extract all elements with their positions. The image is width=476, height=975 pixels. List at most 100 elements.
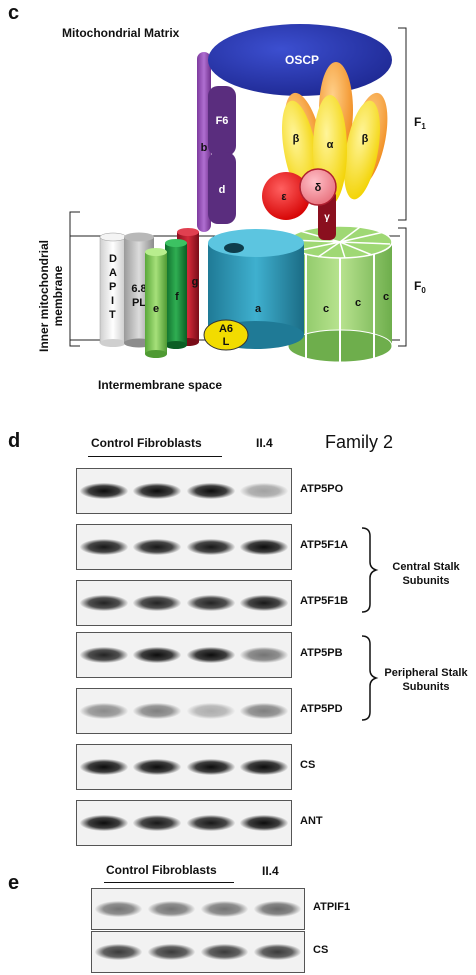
subunit-beta-right (344, 100, 380, 200)
panel-d-band-0-2 (186, 483, 235, 499)
panel-d-blot-label-0: ATP5PO (300, 483, 344, 495)
peripheral-stalk-line2: Subunits (402, 681, 450, 693)
control-fibroblasts-label-d: Control Fibroblasts (91, 436, 202, 450)
panel-d-blot-3 (76, 632, 292, 678)
peripheral-stalk-label: Peripheral Stalk Subunits (376, 666, 476, 694)
subunit-epsilon (262, 172, 310, 220)
central-stalk-label: Central Stalk Subunits (378, 560, 474, 588)
subunit-epsilon-label: ε (281, 191, 287, 203)
subunit-delta-label: δ (315, 182, 322, 194)
subunit-c1-label: c (323, 303, 329, 315)
subunit-f6-label: F6 (216, 115, 229, 127)
panel-d-band-2-1 (133, 595, 182, 611)
control-underline-d (88, 456, 222, 457)
panel-d-band-3-0 (79, 647, 128, 663)
panel-d-blot-0 (76, 468, 292, 514)
panel-e-blot-1 (91, 931, 305, 973)
panel-d-band-2-3 (240, 595, 289, 611)
panel-e-blot-label-1: CS (313, 944, 329, 956)
subunit-beta-right-label: β (362, 133, 369, 145)
panel-d-band-1-3 (240, 539, 289, 555)
panel-d-band-4-0 (79, 703, 128, 719)
panel-e-band-1-2 (200, 944, 249, 960)
panel-d-blot-label-6: ANT (300, 815, 323, 827)
panel-d-band-2-0 (79, 595, 128, 611)
c-ring (287, 225, 393, 363)
panel-d-band-1-1 (133, 539, 182, 555)
panel-d-blot-6 (76, 800, 292, 846)
subunit-e (145, 248, 167, 358)
panel-d-blot-label-4: ATP5PD (300, 703, 343, 715)
panel-d-band-3-1 (133, 647, 182, 663)
panel-d-band-1-0 (79, 539, 128, 555)
central-stalk-line2: Subunits (402, 575, 450, 587)
f1-label: F1 (414, 115, 426, 131)
family-label: Family 2 (325, 432, 394, 452)
panel-c-letter: c (8, 2, 20, 24)
f0-bracket (398, 227, 407, 347)
intermembrane-space-label: Intermembrane space (98, 378, 223, 392)
panel-e-band-1-3 (253, 944, 302, 960)
panel-d-band-3-3 (240, 647, 289, 663)
subunit-beta-left-label: β (293, 133, 300, 145)
panel-d-band-6-3 (240, 815, 289, 831)
subunit-pl-line1: 6.8 (131, 283, 146, 295)
panel-e-band-1-1 (147, 944, 196, 960)
subunit-c3-label: c (383, 291, 389, 303)
panel-e-band-0-1 (147, 901, 196, 917)
panel-e-letter: e (8, 872, 20, 894)
panel-d-blot-label-3: ATP5PB (300, 647, 343, 659)
patient-label-e: II.4 (262, 864, 279, 878)
panel-e-band-0-0 (94, 901, 143, 917)
panel-d-blot-label-5: CS (300, 759, 316, 771)
subunit-b (197, 52, 211, 232)
panel-d-band-2-2 (186, 595, 235, 611)
panel-d-band-0-3 (240, 483, 289, 499)
subunit-d (208, 152, 236, 224)
panel-e-band-0-2 (200, 901, 249, 917)
subunit-pl-line2: PL (132, 297, 146, 309)
panel-e-blot-0 (91, 888, 305, 930)
panel-d-letter: d (8, 430, 21, 452)
panel-d-band-0-0 (79, 483, 128, 499)
panel-e-band-1-0 (94, 944, 143, 960)
panel-d-band-3-2 (186, 647, 235, 663)
control-underline-e (104, 882, 234, 883)
panel-d-band-0-1 (133, 483, 182, 499)
panel-d-blot-1 (76, 524, 292, 570)
panel-d-band-4-2 (186, 703, 235, 719)
central-stalk-line1: Central Stalk (392, 561, 460, 573)
f0-label: F0 (414, 279, 426, 295)
subunit-alpha-label: α (327, 139, 334, 151)
subunit-f (165, 239, 187, 349)
f1-bracket (398, 27, 407, 221)
subunit-dapit (99, 232, 127, 347)
subunit-e-label: e (153, 303, 159, 315)
panel-d-blot-label-1: ATP5F1A (300, 539, 349, 551)
panel-d-band-4-3 (240, 703, 289, 719)
panel-d-band-5-1 (133, 759, 182, 775)
panel-d-band-4-1 (133, 703, 182, 719)
subunit-a-label: a (255, 303, 262, 315)
panel-d-band-5-2 (186, 759, 235, 775)
subunit-f6 (208, 86, 236, 156)
subunit-oscp-label: OSCP (285, 53, 319, 67)
panel-d-blot-label-2: ATP5F1B (300, 595, 349, 607)
subunit-a6l (203, 319, 249, 351)
mitochondrial-matrix-label: Mitochondrial Matrix (62, 26, 180, 40)
membrane-bracket (69, 211, 80, 347)
panel-e-blot-label-0: ATPIF1 (313, 901, 351, 913)
panel-d-band-6-2 (186, 815, 235, 831)
panel-d-blot-2 (76, 580, 292, 626)
panel-d-band-6-1 (133, 815, 182, 831)
panel-d-band-1-2 (186, 539, 235, 555)
panel-d-blot-4 (76, 688, 292, 734)
control-fibroblasts-label-e: Control Fibroblasts (106, 863, 217, 877)
subunit-d-label: d (219, 184, 226, 196)
subunit-a6l-line1: A6 (219, 323, 233, 335)
panel-d-band-6-0 (79, 815, 128, 831)
subunit-f-label: f (175, 291, 179, 303)
